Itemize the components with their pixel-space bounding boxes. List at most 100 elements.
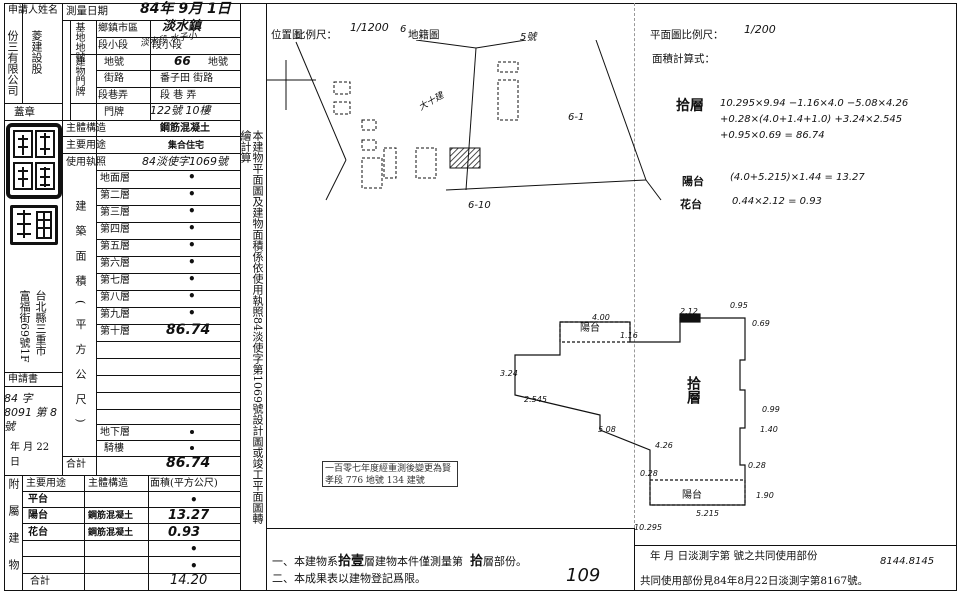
- floor-name: 第九層: [100, 309, 130, 320]
- attach-area: •: [190, 558, 198, 573]
- scale-label: 比例尺：: [295, 29, 337, 41]
- footer-right-line2: 共同使用部份見84年8月22日淡測字第8167號。: [640, 575, 869, 587]
- dimension-label: 0.69: [752, 319, 770, 328]
- attach-total-label: 合計: [30, 576, 50, 587]
- section-label: 段小段: [98, 40, 128, 51]
- plan-scale-value: 1/200: [744, 23, 776, 36]
- applicant-name-col2: 菱建設股: [30, 30, 43, 74]
- location-map: [266, 40, 662, 201]
- dimension-label: 1.16: [620, 331, 638, 340]
- divider: [62, 3, 63, 475]
- attach-usage: 陽台: [28, 510, 48, 522]
- app-date: 年 月 22 日: [10, 442, 50, 468]
- dimension-label: 0.28: [748, 461, 766, 470]
- structure-value: 鋼筋混凝土: [160, 123, 210, 134]
- floor-area: •: [188, 272, 196, 286]
- location-label: 位置圖: [271, 29, 303, 41]
- dimension-label: 2.545: [524, 395, 547, 404]
- license-label: 使用執照: [66, 157, 106, 168]
- dimension-label: 1.40: [760, 425, 778, 434]
- divider: [96, 20, 97, 475]
- cadastral-label: 地籍圖: [408, 29, 440, 41]
- floor-name: 第六層: [100, 258, 130, 269]
- attach-area: •: [190, 542, 198, 557]
- calc-balcony-label: 陽台: [682, 175, 704, 188]
- side-note: 本建物平面圖及建物面積係依使用執照84淡使字第1069號設計圖或竣工平面圖轉繪計…: [239, 130, 264, 524]
- attach-area: 13.27: [168, 508, 210, 524]
- lane-label: 段巷弄: [98, 90, 128, 101]
- lane-value: 段 巷 弄: [160, 90, 197, 101]
- floor-area: •: [188, 187, 196, 201]
- attach-area: 0.93: [168, 524, 201, 540]
- attach-struct: 鋼筋混凝土: [88, 511, 134, 522]
- seal-label: 蓋章: [14, 106, 35, 118]
- app-no-label: 申請書: [8, 374, 38, 385]
- floor-area: •: [188, 204, 196, 218]
- plan-balcony2: 陽台: [682, 490, 702, 501]
- usage-value: 集合住宅: [168, 141, 205, 151]
- footer-serial: 109: [566, 565, 601, 586]
- attach-label: 附屬建物: [7, 478, 20, 586]
- footer-line1: 一、本建物系拾壹層建物本件僅測量第 拾層部份。: [272, 550, 527, 569]
- attach-total-value: 14.20: [170, 573, 208, 588]
- footer-floor2: 拾: [470, 554, 484, 569]
- floor-area: •: [188, 255, 196, 269]
- lot-label: 基地地號: [73, 22, 84, 62]
- footer-line2: 二、本成果表以建物登記爲限。: [272, 572, 426, 585]
- site-label-5: 5號: [520, 32, 537, 43]
- dimension-label: 10.295: [634, 523, 662, 532]
- survey-date-label: 測量日期: [66, 5, 108, 17]
- footer-mid: 層建物本件僅測量第: [364, 555, 464, 568]
- street-label: 街路: [104, 73, 124, 84]
- form-table: [4, 3, 241, 591]
- attach-usage: 花台: [28, 526, 48, 538]
- site-label-6-10: 6-10: [468, 200, 491, 211]
- total-value: 86.74: [166, 455, 211, 471]
- dimension-label: 0.28: [640, 469, 658, 478]
- usage-label: 主要用途: [66, 140, 106, 151]
- dimension-label: 4.00: [592, 313, 610, 322]
- attach-usage: 平台: [28, 494, 48, 505]
- dimension-label: 2.12: [680, 307, 698, 316]
- attach-usage-label: 主要用途: [26, 478, 66, 489]
- floor-name: 第四層: [100, 224, 130, 235]
- district-label: 鄉鎮市區: [98, 23, 138, 34]
- footer-suffix: 層部份。: [483, 555, 528, 568]
- personal-seal: [10, 205, 58, 245]
- calc-planter-label: 花台: [680, 198, 702, 211]
- company-seal: [6, 123, 62, 199]
- drawing-area: [241, 3, 957, 591]
- building-label: 建物門牌: [73, 56, 84, 96]
- dimension-label: 5.08: [598, 425, 616, 434]
- area-calc-label: 面積計算式：: [652, 53, 715, 65]
- attach-area: •: [190, 493, 198, 507]
- plan-scale-label: 平面圖比例尺：: [650, 29, 724, 41]
- floor-area: •: [188, 170, 196, 184]
- license-value: 84淡使字1069號: [142, 155, 228, 168]
- scale-value: 1/1200: [350, 21, 389, 34]
- footer-floor: 拾壹: [338, 554, 365, 569]
- area-label: 建築面積(平方公尺): [74, 200, 87, 437]
- dimension-label: 0.99: [762, 405, 780, 414]
- app-no-value: 84 字 8091 第 8 號: [4, 392, 57, 433]
- footer-prefix: 一、本建物系: [272, 555, 338, 568]
- calc-floor-label: 拾層: [676, 98, 704, 114]
- survey-date-value: 84年 9月 1日: [140, 1, 231, 17]
- floor-name: 第二層: [100, 190, 130, 201]
- remeasure-note: 一百零七年度經重測後變更為賢孝段 776 地號 134 建號: [322, 461, 458, 487]
- floor-name: 第五層: [100, 241, 130, 252]
- floor-name: 地面層: [100, 173, 130, 184]
- address-col1: 富福街69號1F: [18, 290, 31, 363]
- door-label: 門牌: [104, 107, 124, 118]
- basement-label: 地下層: [100, 427, 130, 438]
- floor-area: •: [188, 289, 196, 303]
- floor-name: 第十層: [100, 326, 130, 337]
- dimension-label: 4.26: [655, 441, 673, 450]
- attach-struct-label: 主體構造: [88, 478, 128, 489]
- footer-right-hand: 8144.8145: [880, 556, 935, 567]
- attach-area-label: 面積(平方公尺): [150, 478, 218, 489]
- attach-struct: 鋼筋混凝土: [88, 527, 134, 538]
- applicant-label: 申請人姓名: [8, 5, 58, 16]
- district-value: 淡水鎮: [162, 19, 202, 34]
